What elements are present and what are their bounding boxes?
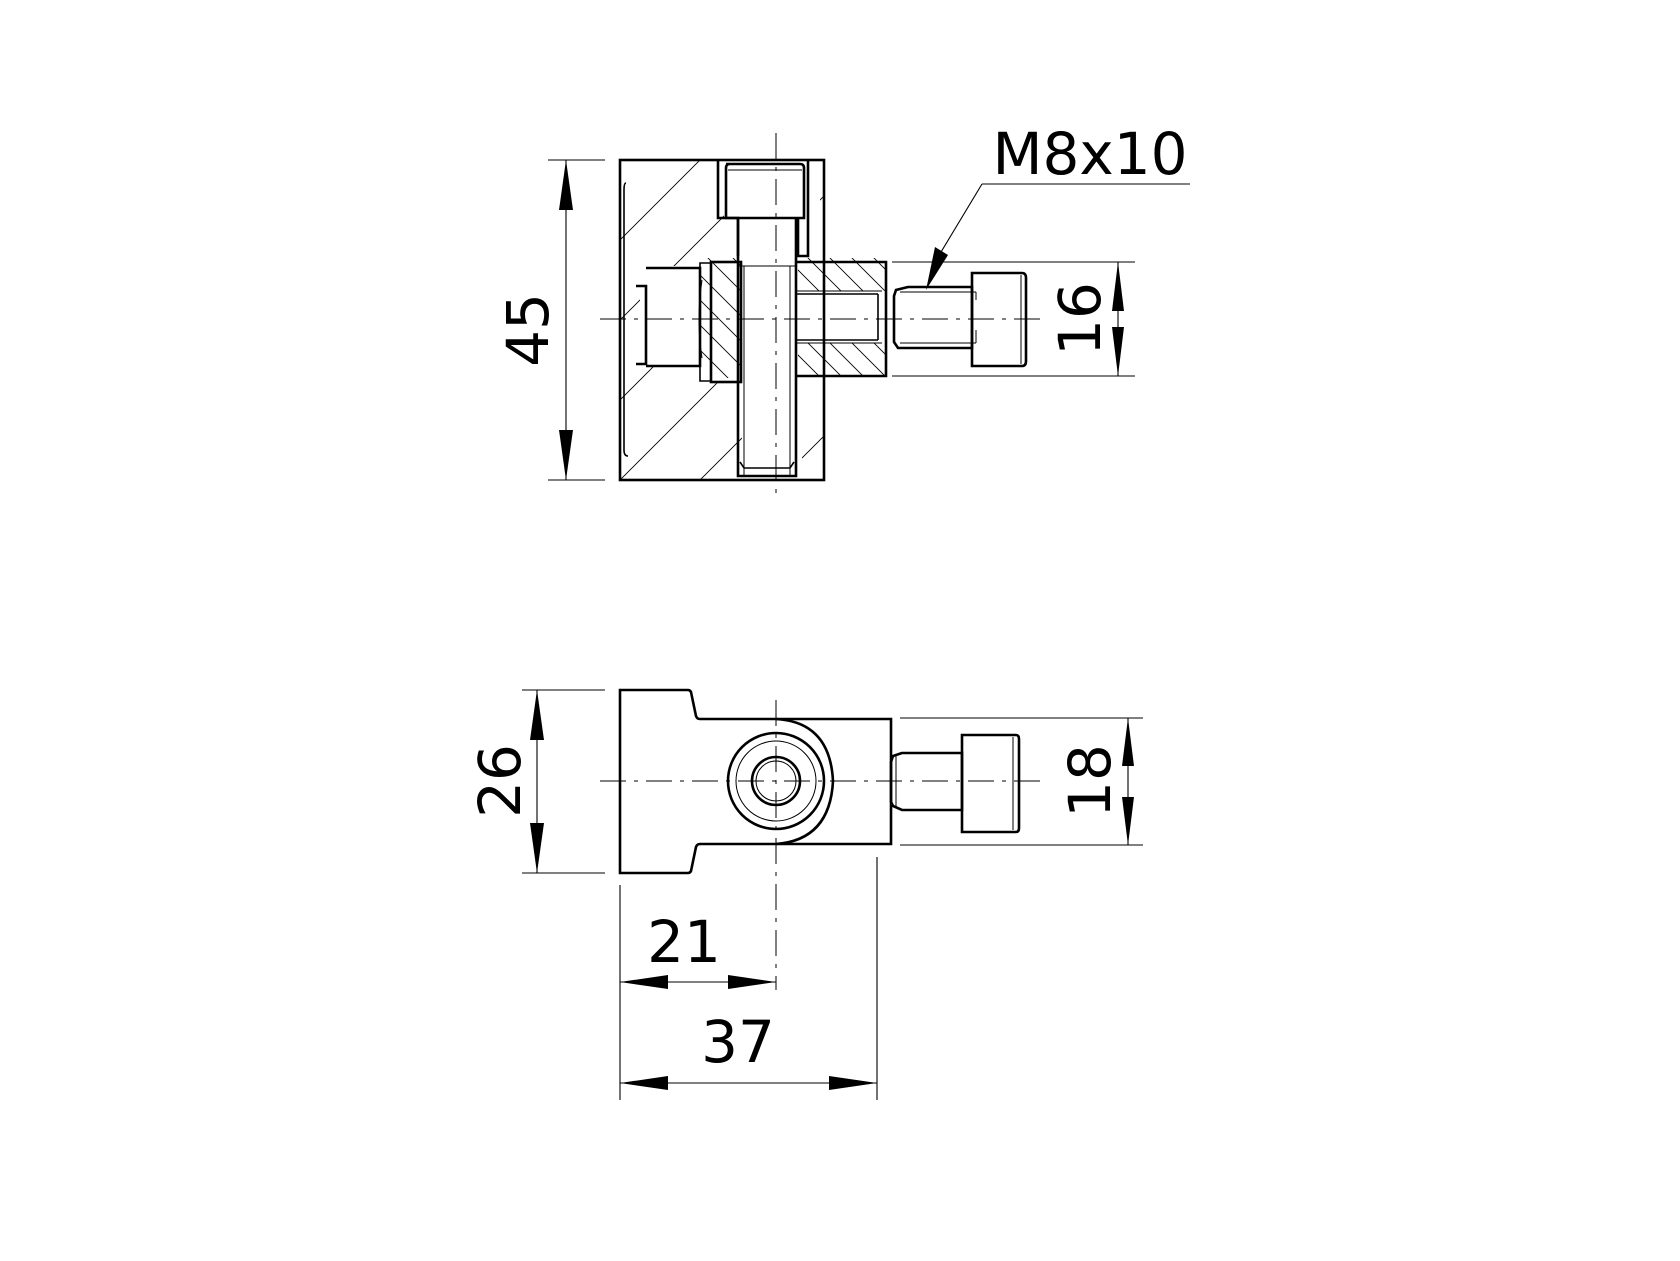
dimension-16: 16 bbox=[892, 261, 1135, 377]
dim-45-label: 45 bbox=[494, 293, 562, 367]
block-outline bbox=[618, 688, 893, 875]
insert-hatch-top bbox=[798, 258, 885, 291]
callout-m8x10: M8x10 bbox=[926, 120, 1190, 290]
dim-21-label: 21 bbox=[647, 908, 721, 976]
dimension-37: 37 bbox=[620, 857, 878, 1100]
section-view: 45 16 M8x10 bbox=[494, 120, 1190, 500]
dimension-26: 26 bbox=[466, 689, 605, 874]
counterbore-right bbox=[796, 160, 810, 258]
sleeve-hatching bbox=[700, 258, 742, 378]
sleeve-outline bbox=[709, 260, 743, 384]
dimension-21: 21 bbox=[619, 885, 776, 1100]
dim-26-label: 26 bbox=[466, 744, 534, 818]
screw-head bbox=[724, 162, 806, 220]
bore-step bbox=[636, 284, 648, 366]
dim-16-label: 16 bbox=[1046, 282, 1114, 356]
front-view: 26 18 21 37 bbox=[466, 688, 1143, 1100]
dim-18-label: 18 bbox=[1056, 744, 1124, 818]
screw-tip bbox=[739, 461, 795, 469]
m8-screw bbox=[892, 271, 1028, 368]
body-hatching bbox=[620, 160, 824, 480]
m8-screw-front bbox=[889, 733, 1021, 834]
bolt-head-chamfer bbox=[735, 740, 817, 822]
flange-edge bbox=[623, 182, 629, 457]
dimension-18: 18 bbox=[900, 717, 1143, 846]
callout-label: M8x10 bbox=[992, 120, 1187, 188]
dim-37-label: 37 bbox=[701, 1008, 775, 1076]
screw-shank bbox=[736, 218, 798, 478]
body-outline bbox=[618, 158, 826, 482]
dimension-45: 45 bbox=[494, 159, 605, 481]
